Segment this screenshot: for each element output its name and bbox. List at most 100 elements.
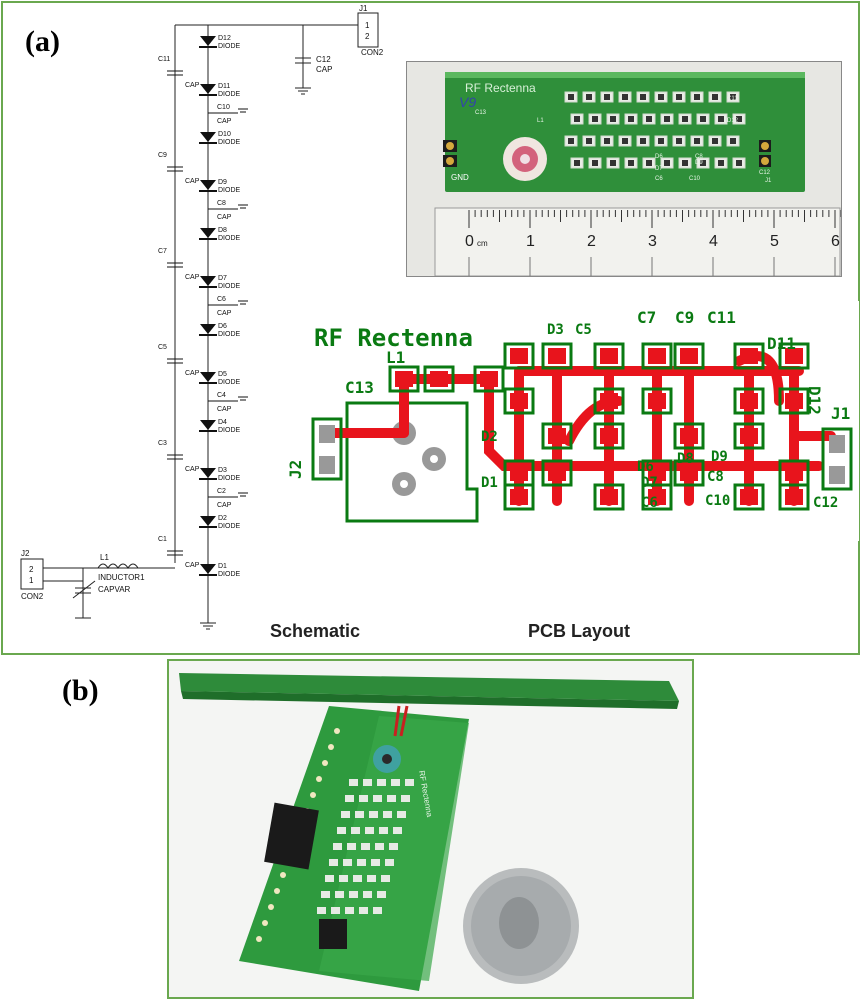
- photo-smd-part: [636, 91, 650, 103]
- pcb-pad: [503, 342, 535, 370]
- svg-text:D12: D12: [218, 35, 231, 42]
- board-b-smd-pad: [343, 859, 352, 866]
- svg-text:CAP: CAP: [217, 310, 232, 317]
- board-b-smd-pad: [401, 795, 410, 802]
- photo-silk-label: C11: [727, 96, 738, 102]
- board-b-smd-pad: [385, 859, 394, 866]
- board-b-smd-pad: [377, 779, 386, 786]
- pcb-label-c9: C9: [675, 308, 694, 327]
- pcb-pad: [593, 342, 625, 370]
- board-b-smd-pad: [371, 859, 380, 866]
- photo-silk-label: L1: [537, 118, 544, 124]
- pcb-pad: [733, 387, 765, 415]
- pcb-pad: [388, 365, 420, 393]
- pcb-pad: [503, 483, 535, 511]
- svg-text:C5: C5: [158, 344, 167, 351]
- board-b-header-hole: [280, 872, 286, 878]
- photo-smd-part: [618, 91, 632, 103]
- photo-smd-part: [672, 135, 686, 147]
- board-b-smd-pad: [397, 811, 406, 818]
- photo-smd-part: [660, 113, 674, 125]
- svg-text:DIODE: DIODE: [218, 475, 241, 482]
- pcb-label-c11: C11: [707, 308, 736, 327]
- photo-smd-part: [624, 113, 638, 125]
- board-b-smd-pad: [357, 859, 366, 866]
- svg-text:CAP: CAP: [217, 406, 232, 413]
- pcb-label-j1: J1: [831, 404, 850, 423]
- photo-smd-part: [690, 135, 704, 147]
- photo-smd-part: [708, 135, 722, 147]
- j1-pin-1: 1: [365, 21, 370, 30]
- photo-smd-part: [636, 135, 650, 147]
- board-b-smd-pad: [359, 907, 368, 914]
- photo-smd-part: [618, 135, 632, 147]
- photo-silk-label: C8: [695, 154, 703, 160]
- assembled-rectenna-photo: RF Rectenna: [169, 661, 692, 997]
- photo-smd-part: [732, 157, 746, 169]
- pcb-label-d6: D6: [637, 459, 654, 475]
- board-b-smd-pad: [339, 875, 348, 882]
- svg-text:D1: D1: [218, 563, 227, 570]
- photo-smd-part: [708, 91, 722, 103]
- board-b-header-hole: [328, 744, 334, 750]
- board-b-smd-pad: [365, 827, 374, 834]
- photo-smd-part: [564, 91, 578, 103]
- ruler-number: 6: [831, 233, 840, 250]
- pcb-label-l1: L1: [386, 348, 405, 367]
- photo-smd-part: [588, 157, 602, 169]
- board-b-smd-pad: [367, 875, 376, 882]
- photo-board-text: RF Rectenna: [465, 81, 536, 95]
- photo-smd-part: [582, 91, 596, 103]
- svg-text:CAP: CAP: [217, 118, 232, 125]
- svg-text:CAP: CAP: [185, 466, 200, 473]
- pcb-pad: [473, 365, 505, 393]
- svg-text:C2: C2: [217, 488, 226, 495]
- board-photo: RF Rectenna V9 C13L1D6D7C6C8C10D9D12C11C…: [406, 61, 842, 277]
- board-b-smd-pad: [405, 779, 414, 786]
- svg-text:C4: C4: [217, 392, 226, 399]
- ruler-number: 4: [709, 233, 718, 250]
- photo-smd-part: [654, 91, 668, 103]
- board-b-smd-pad: [389, 843, 398, 850]
- board-b-smd-pad: [377, 891, 386, 898]
- c12-type: CAP: [316, 65, 332, 74]
- photo-smd-part: [726, 91, 740, 103]
- board-b-smd-pad: [381, 875, 390, 882]
- board-b-smd-pad: [341, 811, 350, 818]
- svg-text:CAP: CAP: [185, 370, 200, 377]
- photo-smd-part: [588, 113, 602, 125]
- board-b-smd-pad: [317, 907, 326, 914]
- svg-text:CAP: CAP: [185, 274, 200, 281]
- ruler-number: 2: [587, 233, 596, 250]
- pcb-pad: [593, 422, 625, 450]
- pcb-pad: [541, 422, 573, 450]
- photo-smd-part: [600, 135, 614, 147]
- pcb-label-d12: D12: [805, 386, 824, 415]
- ruler-unit: cm: [477, 239, 488, 248]
- board-b-smd-pad: [387, 795, 396, 802]
- pcb-label-d9: D9: [711, 449, 728, 465]
- photo-smd-part: [690, 91, 704, 103]
- svg-text:CAP: CAP: [217, 502, 232, 509]
- svg-text:D6: D6: [218, 323, 227, 330]
- panel-a-label: (a): [25, 25, 60, 58]
- pcb-caption: PCB Layout: [528, 621, 631, 641]
- board-b-smd-pad: [347, 843, 356, 850]
- j2-type: CON2: [21, 592, 44, 601]
- svg-text:DIODE: DIODE: [218, 43, 241, 50]
- board-b-smd-pad: [359, 795, 368, 802]
- svg-text:C11: C11: [158, 56, 170, 63]
- board-b-smd-pad: [355, 811, 364, 818]
- board-b-smd-pad: [325, 875, 334, 882]
- svg-text:C6: C6: [217, 296, 226, 303]
- svg-text:C10: C10: [217, 104, 230, 111]
- c12-ref: C12: [316, 55, 331, 64]
